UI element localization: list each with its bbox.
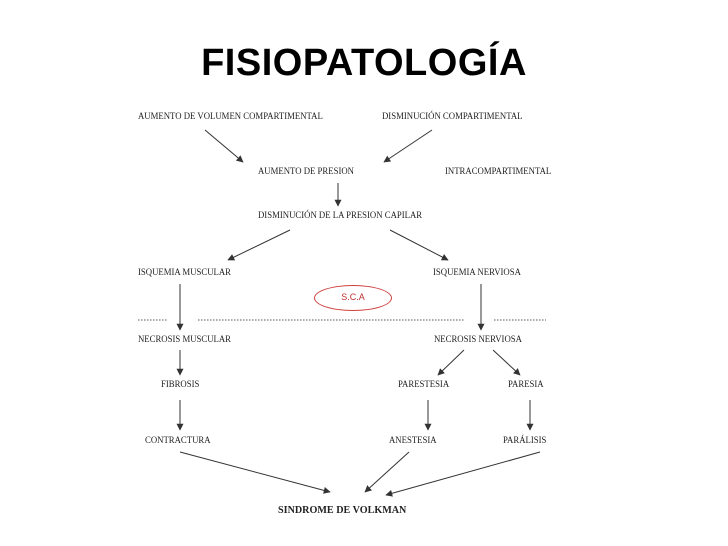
arrow-anestesia-to-volkman xyxy=(364,451,410,493)
arrow-paralisis-to-volkman xyxy=(385,451,541,497)
node-sindrome-volkman: SINDROME DE VOLKMAN xyxy=(278,504,407,516)
node-aumento-volumen: AUMENTO DE VOLUMEN COMPARTIMENTAL xyxy=(138,112,323,122)
node-contractura: CONTRACTURA xyxy=(145,436,211,446)
sca-label: S.C.A xyxy=(341,292,365,302)
arrow-capilar-to-isquemia-muscular xyxy=(227,229,291,261)
arrow-contractura-to-volkman xyxy=(179,451,331,494)
node-necrosis-nerviosa: NECROSIS NERVIOSA xyxy=(434,335,522,345)
node-disminucion-compartimental: DISMINUCIÓN COMPARTIMENTAL xyxy=(382,112,523,122)
node-disminucion-presion-capilar: DISMINUCIÓN DE LA PRESION CAPILAR xyxy=(258,211,423,221)
arrow-necrosis-to-parestesia xyxy=(437,349,465,376)
slide-title: FISIOPATOLOGÍA xyxy=(201,42,527,84)
node-paresia: PARESIA xyxy=(508,380,544,390)
node-aumento-presion: AUMENTO DE PRESION xyxy=(258,167,354,177)
arrow-necrosis-to-paresia xyxy=(492,349,521,376)
node-fibrosis: FIBROSIS xyxy=(161,380,200,390)
sca-ellipse: S.C.A xyxy=(314,285,392,311)
node-paralisis: PARÁLISIS xyxy=(503,436,547,446)
arrow-volumen-to-presion xyxy=(204,129,244,163)
node-isquemia-muscular: ISQUEMIA MUSCULAR xyxy=(138,268,232,278)
node-intracompartimental: INTRACOMPARTIMENTAL xyxy=(445,167,552,177)
node-anestesia: ANESTESIA xyxy=(389,436,437,446)
node-parestesia: PARESTESIA xyxy=(398,380,450,390)
node-necrosis-muscular: NECROSIS MUSCULAR xyxy=(138,335,232,345)
arrow-capilar-to-isquemia-nerviosa xyxy=(389,229,449,261)
arrow-disminucion-to-presion xyxy=(383,129,433,163)
node-isquemia-nerviosa: ISQUEMIA NERVIOSA xyxy=(433,268,521,278)
